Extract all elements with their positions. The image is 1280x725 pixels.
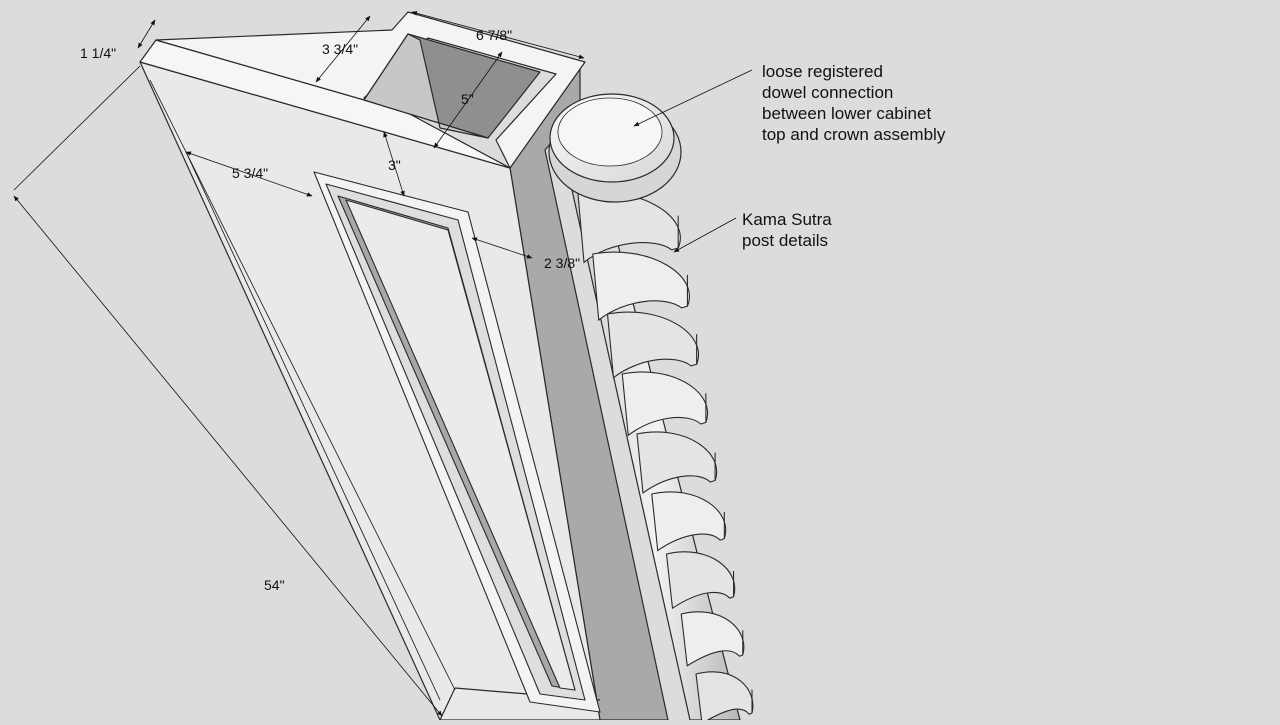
post-ribbon — [592, 251, 690, 322]
dowel-note: loose registered dowel connection betwee… — [762, 62, 946, 144]
dim-thickness: 1 1/4" — [80, 45, 116, 61]
post-note: Kama Sutra post details — [742, 210, 832, 250]
dim-height: 54" — [264, 577, 285, 593]
post-ribbon — [577, 191, 681, 264]
post-note-line-2: post details — [742, 231, 828, 250]
dim-rail-width: 3" — [388, 157, 401, 173]
dim-inner-depth: 5" — [461, 91, 474, 107]
dim-overall-depth: 6 7/8" — [476, 27, 512, 43]
post-ribbons — [577, 191, 754, 725]
dim-panel-offset: 5 3/4" — [232, 165, 268, 181]
dowel-note-line-4: top and crown assembly — [762, 125, 946, 144]
dowel-note-line-3: between lower cabinet — [762, 104, 931, 123]
dowel-note-line-1: loose registered — [762, 62, 883, 81]
post-note-line-1: Kama Sutra — [742, 210, 832, 229]
kama-sutra-post — [548, 93, 754, 725]
post-cap — [548, 93, 682, 203]
dimension-lines — [13, 11, 753, 717]
dowel-note-line-2: dowel connection — [762, 83, 893, 102]
post-ribbon — [606, 311, 699, 379]
dim-side-margin: 2 3/8" — [544, 255, 580, 271]
dimension-labels: 1 1/4" 3 3/4" 6 7/8" 5" 3" 5 3/4" 2 3/8"… — [80, 27, 580, 593]
dim-stile-width: 3 3/4" — [322, 41, 358, 57]
